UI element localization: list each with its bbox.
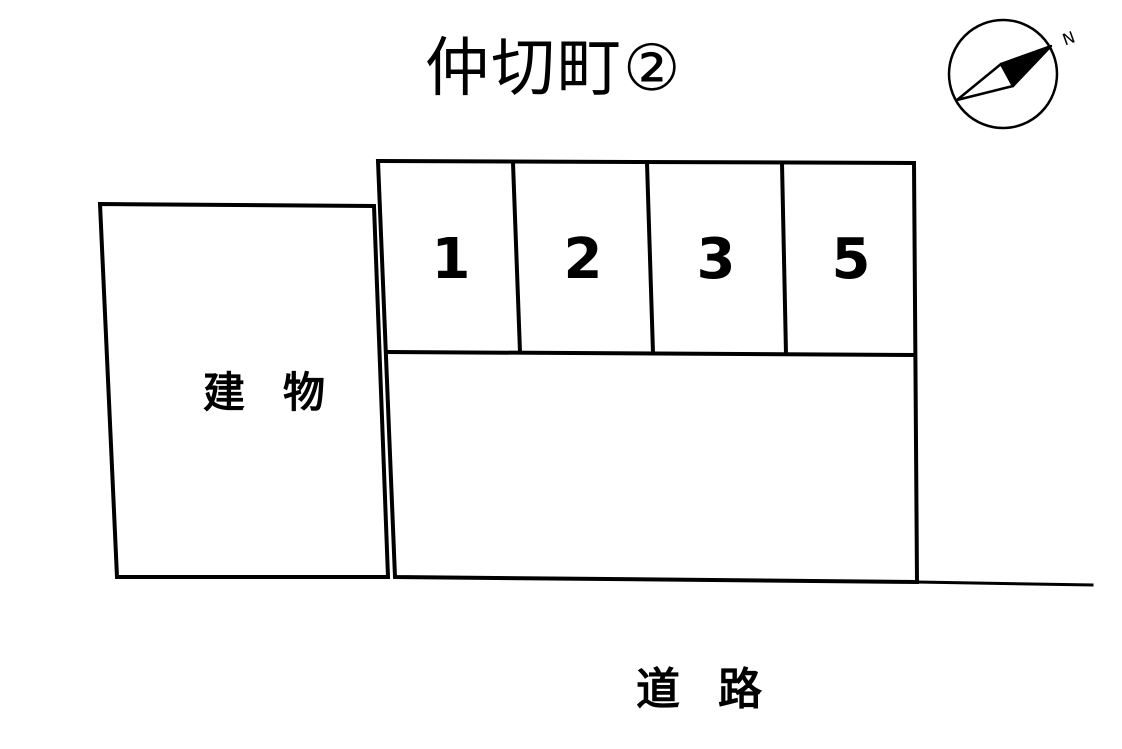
parking-space-number: 2 [563, 227, 603, 292]
road-edge-line [915, 580, 1094, 587]
page-title: 仲切町② [425, 32, 683, 106]
road-label: 道路 [636, 664, 800, 715]
parking-space-number: 5 [831, 227, 871, 292]
stall-divider [644, 160, 656, 356]
compass-north-label: N [1060, 27, 1075, 49]
stall-divider [779, 160, 789, 357]
parking-space-number: 3 [696, 227, 736, 292]
compass: N [945, 18, 1078, 133]
parking-space-number: 1 [431, 227, 471, 292]
stall-divider [510, 160, 523, 355]
building-outline [97, 201, 391, 579]
compass-north-arrow-icon: N [947, 18, 1078, 130]
building-label: 建物 [202, 368, 363, 417]
